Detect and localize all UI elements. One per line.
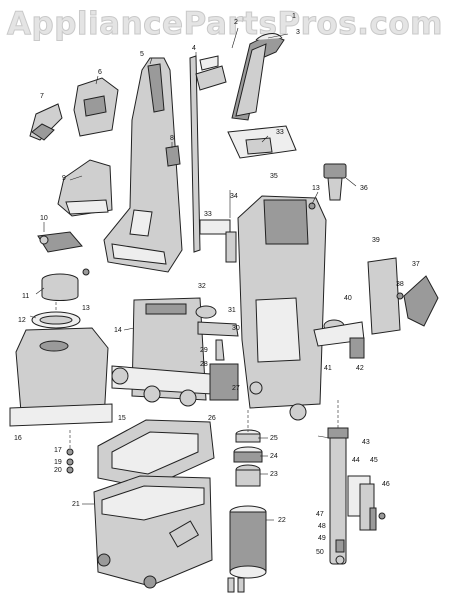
- callout-20: 20: [54, 467, 62, 474]
- callout-23: 23: [270, 471, 278, 478]
- callout-27: 27: [232, 385, 240, 392]
- callout-5: 5: [140, 51, 144, 58]
- seal-ring-part: [31, 311, 81, 329]
- callout-40: 40: [344, 295, 352, 302]
- callout-33b: 33: [204, 211, 212, 218]
- pump-tube-part: [327, 427, 377, 565]
- clean-water-tank-part: [9, 327, 113, 427]
- callout-17: 17: [54, 447, 62, 454]
- recovery-tank-part: [93, 475, 213, 589]
- side-cover-part: [367, 257, 439, 335]
- callout-9: 9: [62, 175, 66, 182]
- pump-assembly-part: [313, 319, 365, 359]
- callout-13a: 13: [82, 305, 90, 312]
- callout-26: 26: [208, 415, 216, 422]
- callout-45: 45: [370, 457, 378, 464]
- hose-clip-part: [165, 145, 181, 167]
- handle-grip-part: [231, 33, 285, 121]
- nozzle-part: [57, 159, 113, 217]
- callout-15: 15: [118, 415, 126, 422]
- watermark: AppliancePartsPros.com: [7, 6, 443, 43]
- filter-stack-part: [227, 429, 267, 593]
- callout-2: 2: [234, 19, 238, 26]
- callout-7: 7: [40, 93, 44, 100]
- lower-frame-part: [111, 297, 213, 407]
- callout-43: 43: [362, 439, 370, 446]
- callout-41: 41: [324, 365, 332, 372]
- callout-38: 38: [396, 281, 404, 288]
- callout-48: 48: [318, 523, 326, 530]
- callout-47: 47: [316, 511, 324, 518]
- leader-lines: [29, 27, 357, 521]
- callout-24: 24: [270, 453, 278, 460]
- callout-39: 39: [372, 237, 380, 244]
- callout-16: 16: [14, 435, 22, 442]
- callout-11: 11: [22, 293, 29, 300]
- callout-1: 1: [292, 13, 296, 20]
- upright-body-part: [103, 57, 183, 273]
- callout-19: 19: [54, 459, 62, 466]
- callout-30: 30: [232, 325, 240, 332]
- latch-part: [37, 231, 83, 253]
- callout-29: 29: [200, 347, 208, 354]
- callout-21: 21: [72, 501, 80, 508]
- center-mechanism-part: [195, 219, 239, 401]
- callout-6: 6: [98, 69, 102, 76]
- valve-part: [323, 163, 347, 201]
- callout-42: 42: [356, 365, 364, 372]
- callout-8: 8: [170, 135, 174, 142]
- callout-50: 50: [316, 549, 324, 556]
- callout-31: 31: [228, 307, 236, 314]
- callout-4: 4: [192, 45, 196, 52]
- tank-cap-part: [73, 77, 119, 137]
- motor-housing-part: [237, 195, 327, 421]
- callout-10: 10: [40, 215, 48, 222]
- callout-34: 34: [230, 193, 238, 200]
- recovery-tank-lid-part: [97, 419, 215, 489]
- callout-labels: 1 2 3 4 5 6 7 8 9 10 11 12 13 13 14 15 1…: [14, 13, 420, 556]
- wand-tube-part: [189, 55, 227, 253]
- filter-cap-part: [41, 273, 79, 301]
- brush-tool-part: [29, 103, 63, 141]
- callout-22: 22: [278, 517, 286, 524]
- callout-49: 49: [318, 535, 326, 542]
- callout-35: 35: [270, 173, 278, 180]
- callout-33a: 33: [276, 129, 284, 136]
- callout-25: 25: [270, 435, 278, 442]
- callout-32: 32: [198, 283, 206, 290]
- callout-44: 44: [352, 457, 360, 464]
- callout-46: 46: [382, 481, 390, 488]
- callout-36: 36: [360, 185, 368, 192]
- callout-14: 14: [114, 327, 122, 334]
- callout-28: 28: [200, 361, 208, 368]
- callout-37: 37: [412, 261, 420, 268]
- callout-12: 12: [18, 317, 26, 324]
- alignment-lines: [55, 302, 339, 448]
- callout-3: 3: [296, 29, 300, 36]
- callout-13b: 13: [312, 185, 320, 192]
- screw-parts: [66, 202, 404, 520]
